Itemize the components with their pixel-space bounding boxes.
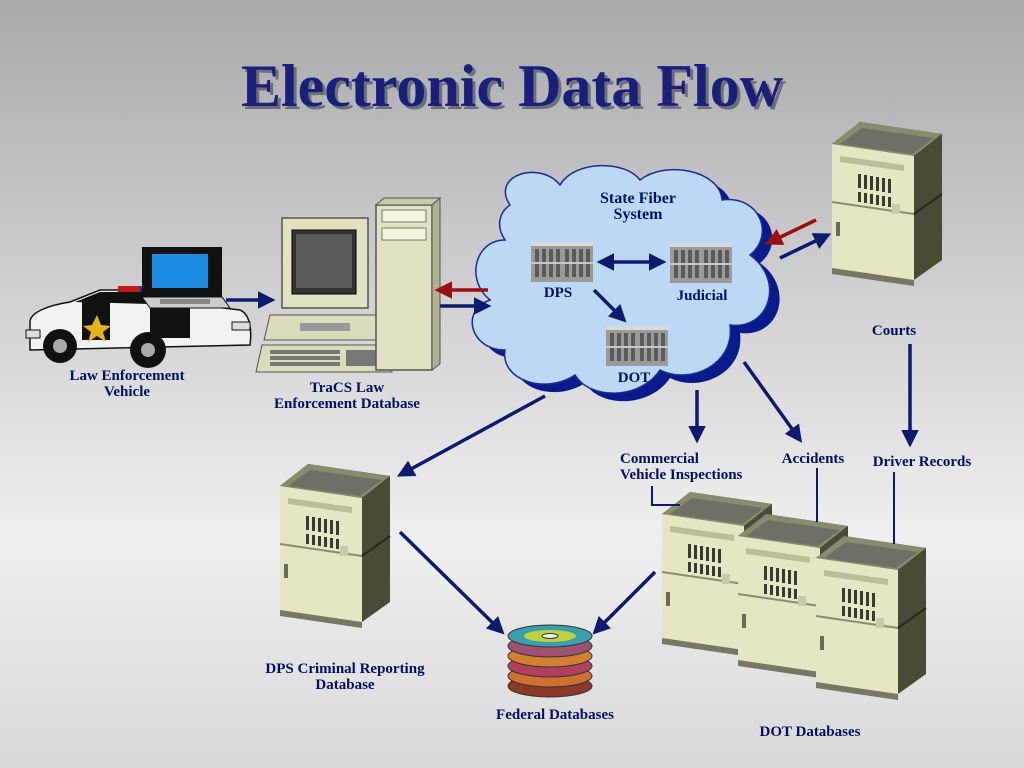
arrow-cloud-to-dps-criminal	[396, 394, 546, 477]
arrow-cloud-to-courts	[779, 233, 832, 260]
label-courts: Courts	[871, 323, 917, 339]
label-commercial-vehicle-inspections: Commercial Vehicle Inspections	[620, 451, 743, 483]
label-judicial: Judicial	[676, 288, 728, 304]
dps-criminal-server-icon	[279, 463, 391, 629]
arrow-cloud-to-accidents	[742, 360, 803, 443]
cd-stack-icon	[507, 624, 593, 698]
dps-rack-icon	[531, 242, 593, 282]
label-federal-databases: Federal Databases	[496, 707, 614, 723]
arrow-dps-criminal-to-federal	[398, 530, 505, 635]
desktop-computer-icon	[255, 196, 442, 373]
label-dot-databases: DOT Databases	[759, 724, 861, 740]
label-dps: DPS	[543, 285, 573, 301]
label-driver-records: Driver Records	[872, 454, 972, 470]
dot-rack-icon	[606, 326, 668, 366]
arrow-dps-to-dot	[592, 288, 627, 323]
arrow-courts-to-cloud	[764, 218, 817, 245]
label-dot: DOT	[617, 370, 651, 386]
arrow-dot-to-federal	[592, 570, 657, 635]
connector-commercial-to-dot	[651, 486, 680, 506]
courts-server-icon	[831, 121, 943, 287]
judicial-rack-icon	[670, 243, 732, 283]
label-dps-criminal-reporting: DPS Criminal Reporting Database	[265, 661, 425, 693]
dot-server-3-icon	[815, 535, 927, 701]
page-title: Electronic Data Flow	[240, 53, 784, 119]
laptop-icon	[141, 247, 231, 309]
label-accidents: Accidents	[781, 451, 845, 467]
label-state-fiber-system: State Fiber System	[600, 190, 676, 223]
label-tracs-database: TraCS Law Enforcement Database	[274, 380, 420, 412]
label-law-enforcement-vehicle: Law Enforcement Vehicle	[69, 368, 185, 400]
state-fiber-cloud-icon	[471, 164, 780, 402]
